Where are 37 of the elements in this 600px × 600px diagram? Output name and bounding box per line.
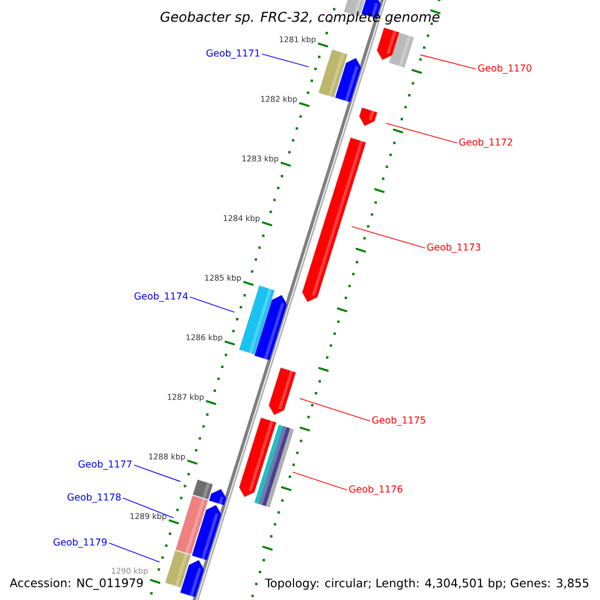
gene-label: Geob_1179 <box>54 538 107 548</box>
gene-bar <box>388 32 414 68</box>
gene-label: Geob_1175 <box>372 416 426 426</box>
leader-line <box>262 54 310 68</box>
gene-label: Geob_1170 <box>478 64 532 74</box>
pointed-gene-bar <box>335 58 362 103</box>
pointed-gene-bar <box>359 107 378 126</box>
footer-text: Topology: circular; Length: 4,304,501 bp; Genes: 3,855 <box>264 576 591 592</box>
leader-line <box>386 122 458 144</box>
pointed-gene-bar <box>180 560 204 598</box>
footer-text: Accession: NC_011979 <box>10 578 143 590</box>
gene-bar <box>239 285 275 355</box>
gene-bar <box>192 479 213 500</box>
pointed-gene-bar <box>268 367 296 416</box>
gene-label: Geob_1173 <box>427 243 480 253</box>
leader-line <box>108 542 160 563</box>
gene-bar <box>176 495 208 555</box>
gene-bar <box>254 424 294 508</box>
gene-label: Geob_1172 <box>459 138 512 148</box>
title: Geobacter sp. FRC-32, complete genome <box>160 11 440 25</box>
pointed-gene-bar <box>239 417 276 498</box>
pointed-gene-bar <box>302 137 366 302</box>
pointed-gene-bar <box>192 504 222 561</box>
gene-bar <box>165 550 191 588</box>
leader-line <box>122 498 174 518</box>
gene-label: Geob_1176 <box>349 485 402 495</box>
leader-line <box>420 54 476 70</box>
gene-label: Geob_1177 <box>78 460 132 470</box>
leader-line <box>299 398 370 422</box>
gene-bar <box>318 49 348 98</box>
leader-line <box>292 472 348 490</box>
gene-label: Geob_1174 <box>134 292 188 302</box>
gene-label: Geob_1178 <box>68 493 121 503</box>
pointed-gene-bar <box>208 488 227 506</box>
gene-label: Geob_1171 <box>206 49 260 59</box>
pointed-gene-bar <box>254 294 288 361</box>
pointed-gene-bar <box>376 27 400 60</box>
